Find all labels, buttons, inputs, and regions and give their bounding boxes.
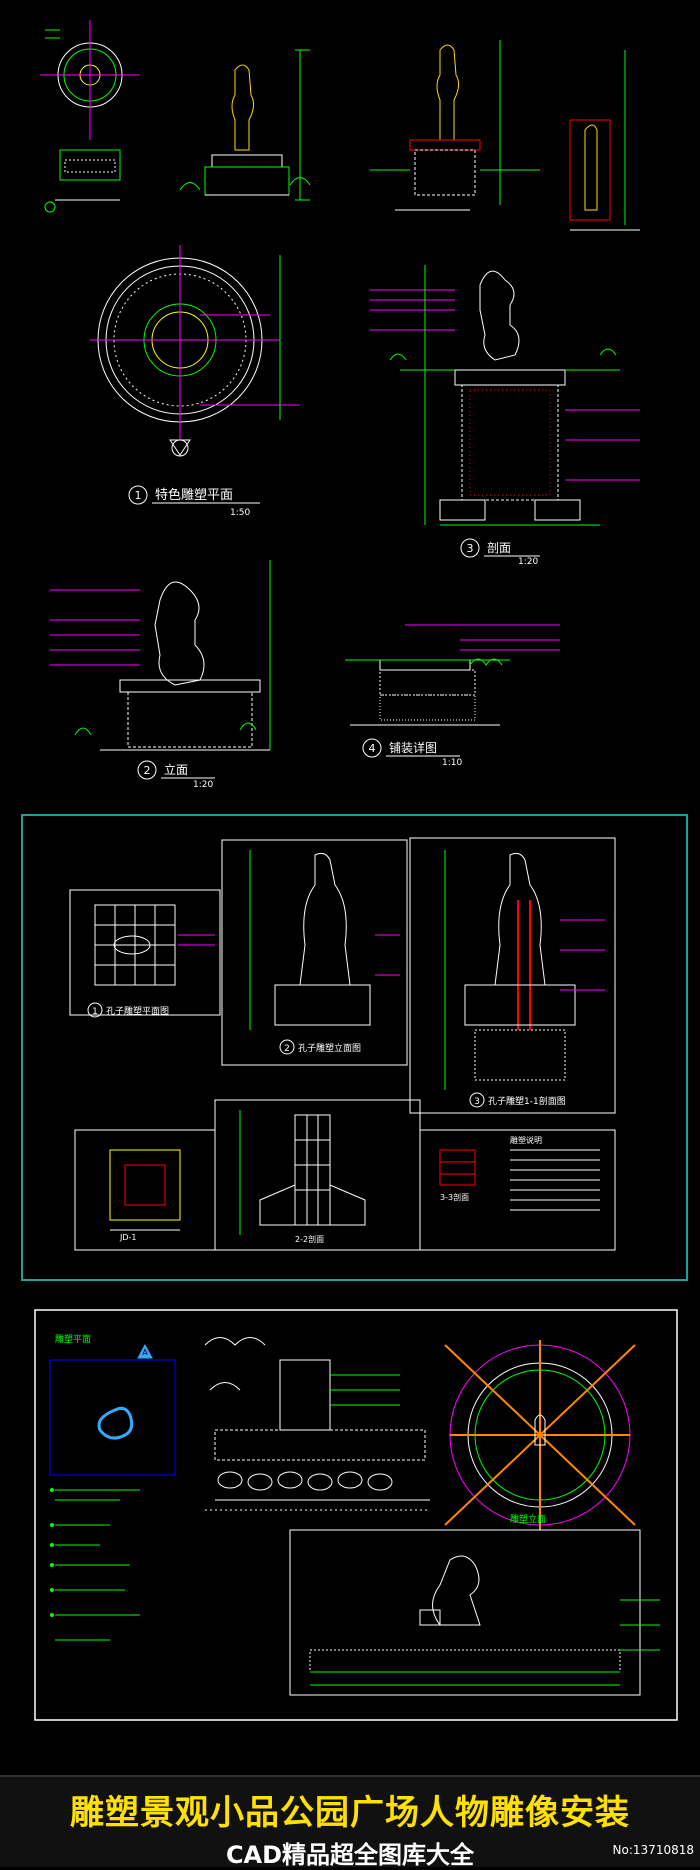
plan-number: 1 [135,489,142,502]
paving-detail-4 [345,624,560,726]
section-scale: 1:20 [518,557,538,567]
small-elevation-view [179,49,311,201]
banner: 雕塑景观小品公园广场人物雕像安装 CAD精品超全图库大全 [0,1775,700,1869]
sheet-1: 1 特色雕塑平面 1:50 3 剖面 1:20 2 立面 1:20 4 铺装详图… [40,20,640,790]
v4-title: JD-1 [119,1233,137,1242]
section-view-3 [370,265,640,526]
elevation-number: 2 [144,764,151,777]
feature-sculpture-plan [90,245,300,457]
v6-title: 3-3剖面 [440,1192,469,1202]
sheet3-elev-label: 雕塑立面 [510,1513,546,1525]
plan-title: 特色雕塑平面 [155,487,233,503]
cad-drawing-canvas: 1 特色雕塑平面 1:50 3 剖面 1:20 2 立面 1:20 4 铺装详图… [21,20,688,1721]
sheet3-plan-label: 雕塑平面 [55,1333,91,1345]
small-plan-view [40,20,140,213]
detail-scale: 1:10 [442,758,462,768]
v3-title: 孔子雕塑1-1剖面图 [488,1095,566,1107]
elevation-scale: 1:20 [193,780,213,790]
section-title: 剖面 [487,541,511,555]
detail-title: 铺装详图 [389,740,437,755]
serial-number: No:13710818 [612,1843,694,1857]
banner-subtitle: CAD精品超全图库大全 [225,1841,475,1869]
detail-number: 4 [369,742,376,755]
section-number: 3 [467,542,474,555]
small-section-view [370,40,540,211]
sheet3-plan-mark: A [142,1348,148,1357]
sheet-1-labels: 1 特色雕塑平面 1:50 3 剖面 1:20 2 立面 1:20 4 铺装详图… [128,485,540,790]
v3-number: 3 [474,1097,480,1107]
plan-scale: 1:50 [230,508,250,518]
v2-title: 孔子雕塑立面图 [298,1042,361,1054]
v2-number: 2 [284,1044,290,1054]
v5-title: 2-2剖面 [295,1234,324,1244]
banner-title: 雕塑景观小品公园广场人物雕像安装 [70,1793,630,1833]
elevation-view-2 [50,560,271,751]
notes-title: 雕塑说明 [510,1135,542,1145]
small-red-elevation [569,50,640,231]
sheet-3: A 雕塑平面 [34,1309,678,1721]
sheet-2-frame [21,814,688,1281]
v1-title: 孔子雕塑平面图 [106,1005,169,1017]
elevation-title: 立面 [164,762,188,777]
sheet-2-labels: 1 孔子雕塑平面图 2 孔子雕塑立面图 3 孔子雕塑1-1剖面图 JD-1 2-… [87,1002,566,1244]
sheet-2: 1 孔子雕塑平面图 2 孔子雕塑立面图 3 孔子雕塑1-1剖面图 JD-1 2-… [21,814,688,1281]
v1-number: 1 [92,1007,98,1017]
sheet-3-frame [34,1309,678,1721]
